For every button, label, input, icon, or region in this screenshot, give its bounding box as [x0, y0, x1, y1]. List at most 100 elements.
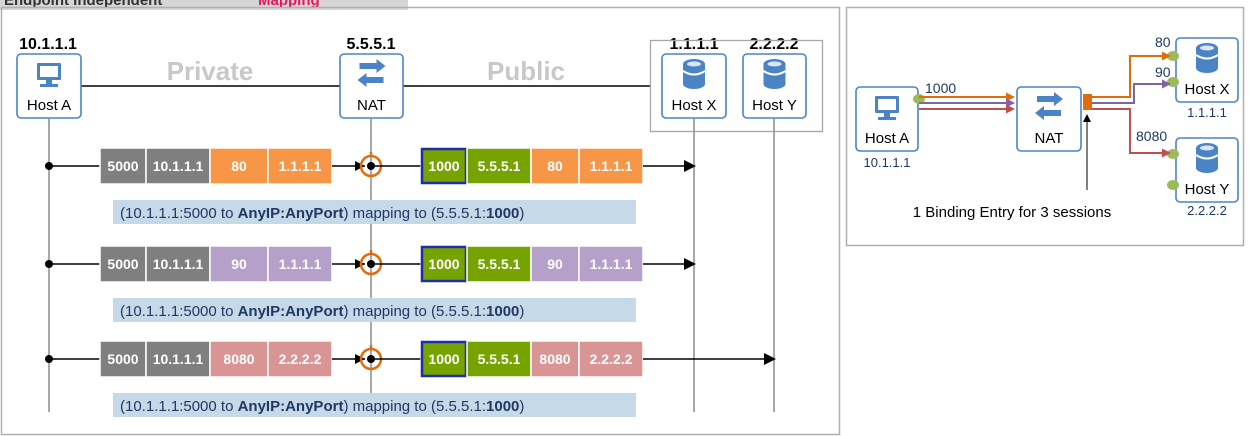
nat-arrows-icon	[1035, 92, 1063, 120]
packet-field-text: 1.1.1.1	[279, 256, 322, 272]
nat-arrow	[359, 59, 386, 73]
packet-field-text: 2.2.2.2	[279, 351, 322, 367]
session-line-to-x-90	[1092, 83, 1163, 104]
packet-field-highlight	[420, 245, 468, 283]
packet-field	[578, 147, 644, 185]
right-host-y-node-label: Host Y	[1185, 181, 1230, 198]
header-tab-title: Endpoint Independent	[4, 0, 163, 9]
session-arrowhead	[1006, 98, 1015, 108]
mapping-caption-part: )	[519, 398, 524, 415]
packet-field-text: 1000	[428, 351, 459, 367]
host-a-ip: 10.1.1.1	[19, 36, 77, 53]
database-icon	[1195, 43, 1219, 73]
database-bottom	[1196, 63, 1218, 73]
mapping-caption-part: AnyIP:AnyPort	[238, 303, 344, 320]
nat-node-label: NAT	[357, 97, 386, 114]
host-y-node-label: Host Y	[752, 97, 797, 114]
packet-field-highlight	[420, 147, 468, 185]
database-bottom	[683, 79, 705, 89]
flow-arrowhead	[764, 353, 776, 365]
packet-field-text: 10.1.1.1	[153, 158, 204, 174]
mapping-caption: (10.1.1.1:5000 to AnyIP:AnyPort) mapping…	[120, 303, 524, 320]
packet-field-text: 5.5.5.1	[478, 351, 521, 367]
nat-translation-dot	[367, 355, 375, 363]
right-panel-border	[845, 6, 1245, 247]
mapping-caption-part: 1000	[486, 205, 519, 222]
packet-field-text: 5000	[107, 351, 138, 367]
packet-field	[267, 340, 333, 378]
packet-field	[209, 147, 269, 185]
monitor-icon	[37, 63, 61, 87]
right-host-a-ip: 10.1.1.1	[864, 155, 911, 170]
host-x-node-label: Host X	[671, 97, 716, 114]
monitor-neck	[884, 113, 890, 117]
packet-field-highlight	[420, 340, 468, 378]
database-icon	[762, 59, 787, 89]
packet-field-text: 10.1.1.1	[153, 256, 204, 272]
packet-field	[530, 340, 580, 378]
right-host-a-node-label: Host A	[865, 130, 909, 147]
session-arrowhead	[1162, 148, 1171, 158]
packet-field-text: 5.5.5.1	[478, 158, 521, 174]
host-y-port-label-8080: 8080	[1136, 128, 1167, 144]
right-host-x-node-label: Host X	[1184, 81, 1229, 98]
mapping-caption-part: AnyIP:AnyPort	[238, 398, 344, 415]
session-arrowhead	[1162, 51, 1171, 61]
right-nat-node-label: NAT	[1035, 130, 1064, 147]
mapping-caption-bg	[113, 393, 636, 417]
mapping-caption-bg	[113, 298, 636, 322]
right-host-x-ip: 1.1.1.1	[1187, 105, 1227, 120]
packet-field	[530, 147, 580, 185]
mapping-caption-part: )	[519, 303, 524, 320]
mapping-caption-part: ) mapping to (5.5.5.1:	[343, 205, 486, 222]
monitor-neck	[46, 80, 52, 84]
database-ring	[762, 70, 787, 76]
packet-field	[145, 147, 211, 185]
packet-field-text: 1.1.1.1	[590, 256, 633, 272]
packet-field-text: 1.1.1.1	[279, 158, 322, 174]
nat-translation-dot	[367, 260, 375, 268]
host-x-port-label-90: 90	[1155, 64, 1171, 80]
packet-field	[466, 340, 532, 378]
binding-entry-marker	[1083, 94, 1092, 110]
public-hosts-group	[649, 39, 824, 133]
mapping-caption-part: (10.1.1.1:5000 to	[120, 303, 238, 320]
nat-translation-dot	[367, 162, 375, 170]
host-x-ip: 1.1.1.1	[670, 36, 719, 53]
packet-field	[209, 245, 269, 283]
database-bottom	[763, 79, 786, 89]
mapping-caption-part: (10.1.1.1:5000 to	[120, 205, 238, 222]
mapping-caption: (10.1.1.1:5000 to AnyIP:AnyPort) mapping…	[120, 398, 524, 415]
packet-field	[466, 147, 532, 185]
header-tab: Endpoint Independent Mapping	[0, 0, 408, 10]
nat-arrows-icon	[357, 59, 386, 87]
packet-field-text: 8080	[223, 351, 254, 367]
mapping-caption-part: 1000	[486, 303, 519, 320]
mapping-caption-part: ) mapping to (5.5.5.1:	[343, 303, 486, 320]
packet-field-text: 5000	[107, 256, 138, 272]
packet-field	[145, 245, 211, 283]
monitor-screen	[40, 66, 58, 77]
public-label: Public	[487, 56, 565, 86]
host-a-node-label: Host A	[27, 97, 71, 114]
nat-arrow	[1037, 92, 1063, 106]
monitor-screen	[878, 99, 896, 110]
mapping-caption: (10.1.1.1:5000 to AnyIP:AnyPort) mapping…	[120, 205, 524, 222]
right-nat-node	[1016, 86, 1082, 152]
packet-field-text: 10.1.1.1	[153, 351, 204, 367]
packet-field-text: 1000	[428, 256, 459, 272]
binding-note-arrowhead	[1083, 114, 1091, 122]
packet-field	[530, 245, 580, 283]
packet-field-text: 1.1.1.1	[590, 158, 633, 174]
database-icon	[1195, 143, 1219, 173]
left-panel-border	[0, 6, 841, 436]
packet-field	[99, 245, 147, 283]
database-cap	[1200, 45, 1214, 51]
mapping-caption-part: )	[519, 205, 524, 222]
database-ring	[1195, 154, 1219, 160]
packet-field	[578, 245, 644, 283]
packet-field-text: 80	[547, 158, 563, 174]
header-tab-highlight: Mapping	[258, 0, 320, 9]
database-ring	[682, 70, 706, 76]
